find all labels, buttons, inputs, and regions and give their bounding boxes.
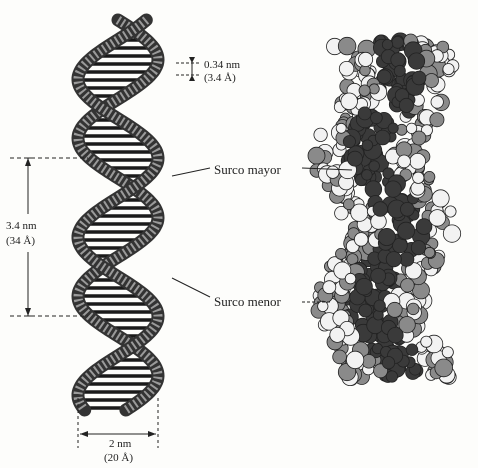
atom-sphere bbox=[388, 123, 398, 133]
atom-sphere bbox=[377, 70, 391, 84]
atom-sphere bbox=[430, 113, 444, 127]
atom-sphere bbox=[333, 350, 347, 364]
pitch-nm-label: 3.4 nm bbox=[6, 220, 37, 232]
atom-sphere bbox=[435, 359, 453, 377]
atom-sphere bbox=[407, 303, 419, 315]
atom-sphere bbox=[345, 273, 356, 284]
atom-sphere bbox=[386, 252, 401, 267]
atom-sphere bbox=[424, 247, 434, 257]
atom-sphere bbox=[354, 233, 368, 247]
major-groove-label: Surco mayor bbox=[214, 162, 281, 177]
atom-sphere bbox=[339, 61, 354, 76]
width-angstrom-label: (20 Å) bbox=[104, 452, 133, 464]
dimension-lines bbox=[10, 58, 352, 448]
pitch-angstrom-label: (34 Å) bbox=[6, 235, 35, 247]
atom-sphere bbox=[408, 53, 424, 69]
atom-sphere bbox=[400, 202, 414, 216]
atom-sphere bbox=[371, 112, 383, 124]
atom-sphere bbox=[348, 151, 363, 166]
atom-sphere bbox=[375, 130, 390, 145]
atom-sphere bbox=[365, 181, 382, 198]
atom-sphere bbox=[371, 268, 386, 283]
atom-sphere bbox=[398, 155, 411, 168]
atom-sphere bbox=[358, 107, 371, 120]
atom-sphere bbox=[374, 300, 385, 311]
atom-sphere bbox=[421, 336, 432, 347]
atom-sphere bbox=[362, 140, 373, 151]
atom-sphere bbox=[327, 166, 339, 178]
rise-nm-label: 0.34 nm bbox=[204, 59, 241, 71]
atom-sphere bbox=[394, 65, 405, 76]
minor-groove-label: Surco menor bbox=[214, 294, 281, 309]
atom-sphere bbox=[359, 52, 373, 66]
atom-sphere bbox=[431, 96, 443, 108]
atom-sphere bbox=[411, 241, 425, 255]
atom-sphere bbox=[413, 172, 424, 183]
atom-sphere bbox=[343, 199, 354, 210]
atom-sphere bbox=[406, 344, 418, 356]
atom-sphere bbox=[382, 39, 392, 49]
atom-sphere bbox=[336, 248, 347, 259]
atom-sphere bbox=[429, 210, 446, 227]
atom-sphere bbox=[343, 136, 355, 148]
atom-sphere bbox=[369, 161, 380, 172]
atom-sphere bbox=[362, 170, 373, 181]
atom-sphere bbox=[399, 98, 413, 112]
atom-sphere bbox=[443, 64, 454, 75]
atom-sphere bbox=[388, 327, 404, 343]
rise-angstrom-label: (3.4 Å) bbox=[204, 72, 236, 84]
atom-sphere bbox=[330, 327, 345, 342]
atom-sphere bbox=[356, 278, 373, 295]
atom-sphere bbox=[401, 279, 415, 293]
atom-sphere bbox=[369, 84, 379, 94]
atom-sphere bbox=[398, 222, 415, 239]
atom-sphere bbox=[373, 202, 388, 217]
atom-sphere bbox=[341, 93, 358, 110]
dna-space-filling-model-icon bbox=[308, 33, 461, 386]
atom-sphere bbox=[338, 37, 356, 55]
atom-sphere bbox=[323, 281, 336, 294]
atom-sphere bbox=[400, 252, 414, 266]
atom-sphere bbox=[318, 301, 328, 311]
atom-sphere bbox=[442, 347, 453, 358]
atom-sphere bbox=[424, 171, 435, 182]
atom-sphere bbox=[346, 351, 363, 368]
atom-sphere bbox=[410, 153, 426, 169]
atom-sphere bbox=[425, 74, 439, 88]
atom-sphere bbox=[392, 37, 404, 49]
atom-sphere bbox=[378, 228, 395, 245]
atom-sphere bbox=[387, 302, 402, 317]
atom-sphere bbox=[391, 53, 405, 67]
atom-sphere bbox=[359, 85, 370, 96]
atom-sphere bbox=[308, 147, 325, 164]
atom-sphere bbox=[314, 128, 327, 141]
atom-sphere bbox=[445, 206, 456, 217]
atom-sphere bbox=[362, 355, 376, 369]
atom-sphere bbox=[359, 304, 372, 317]
atom-sphere bbox=[412, 71, 426, 85]
atom-sphere bbox=[443, 225, 460, 242]
atom-sphere bbox=[386, 371, 397, 382]
atom-sphere bbox=[385, 181, 401, 197]
atom-sphere bbox=[412, 131, 426, 145]
atom-sphere bbox=[336, 123, 346, 133]
atom-sphere bbox=[382, 357, 394, 369]
dna-double-helix-ribbon-icon bbox=[78, 20, 158, 410]
atom-sphere bbox=[432, 190, 449, 207]
width-nm-label: 2 nm bbox=[109, 438, 132, 450]
